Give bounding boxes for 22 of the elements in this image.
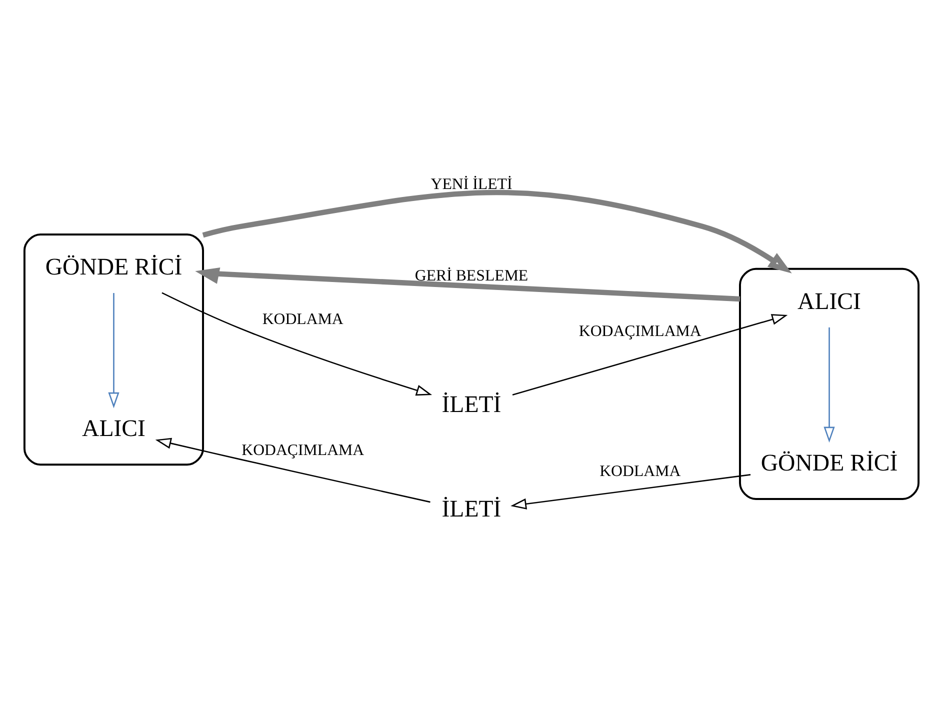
- edge-label: KODLAMA: [600, 462, 681, 480]
- edge-label: GERİ BESLEME: [414, 267, 528, 284]
- cluster: [23, 234, 204, 466]
- arrow: [162, 292, 432, 396]
- node-text: GÖNDE RİCİ: [760, 450, 898, 476]
- arrow: [155, 438, 430, 503]
- arrow: [510, 474, 751, 510]
- node-text: ALICI: [82, 416, 146, 442]
- node-text: GÖNDE RİCİ: [45, 254, 182, 281]
- edge-label: KODAÇIMLAMA: [242, 442, 364, 459]
- arrow: [202, 190, 792, 274]
- edge-label: KODAÇIMLAMA: [578, 322, 702, 340]
- edge-label: YENİ İLETİ: [430, 176, 512, 193]
- arrow: [108, 293, 120, 408]
- arrow: [195, 267, 740, 302]
- cluster: [739, 268, 920, 500]
- arrow: [512, 314, 788, 396]
- edge-label: KODLAMA: [262, 310, 344, 328]
- node-text: İLETİ: [442, 496, 502, 523]
- node-text: ALICI: [798, 289, 861, 316]
- node-text: İLETİ: [442, 392, 502, 418]
- arrow: [824, 327, 835, 443]
